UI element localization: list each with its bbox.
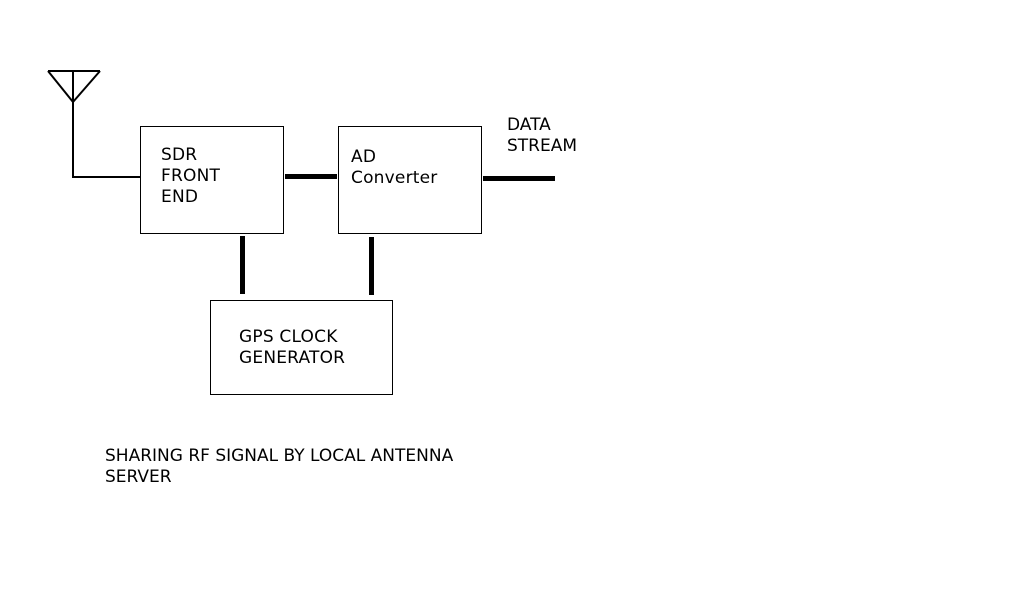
data-stream-label: DATA STREAM bbox=[507, 115, 577, 157]
sdr-to-adc-line bbox=[285, 174, 337, 179]
ad-converter-block: AD Converter bbox=[338, 126, 482, 234]
gps-clock-generator-block: GPS CLOCK GENERATOR bbox=[210, 300, 393, 395]
ad-converter-label: AD Converter bbox=[351, 147, 437, 189]
diagram-caption: SHARING RF SIGNAL BY LOCAL ANTENNA SERVE… bbox=[105, 446, 453, 488]
adc-to-gps-line bbox=[369, 237, 374, 295]
data-stream-line-1: DATA bbox=[507, 115, 551, 135]
caption-line-1: SHARING RF SIGNAL BY LOCAL ANTENNA bbox=[105, 446, 454, 466]
antenna-feed-line bbox=[72, 176, 140, 178]
gps-label-line-2: GENERATOR bbox=[239, 348, 346, 368]
data-stream-output-line bbox=[483, 176, 555, 181]
adc-label-line-1: AD bbox=[351, 147, 377, 167]
data-stream-line-2: STREAM bbox=[507, 136, 578, 156]
sdr-front-end-label: SDR FRONT END bbox=[161, 145, 220, 208]
sdr-label-line-1: SDR bbox=[161, 145, 198, 165]
sdr-label-line-3: END bbox=[161, 187, 199, 207]
caption-line-2: SERVER bbox=[105, 467, 172, 487]
gps-label-line-1: GPS CLOCK bbox=[239, 327, 338, 347]
antenna-icon bbox=[47, 70, 101, 177]
gps-clock-generator-label: GPS CLOCK GENERATOR bbox=[239, 327, 345, 369]
sdr-to-gps-line bbox=[240, 236, 245, 294]
sdr-label-line-2: FRONT bbox=[161, 166, 221, 186]
adc-label-line-2: Converter bbox=[351, 168, 438, 188]
sdr-front-end-block: SDR FRONT END bbox=[140, 126, 284, 234]
